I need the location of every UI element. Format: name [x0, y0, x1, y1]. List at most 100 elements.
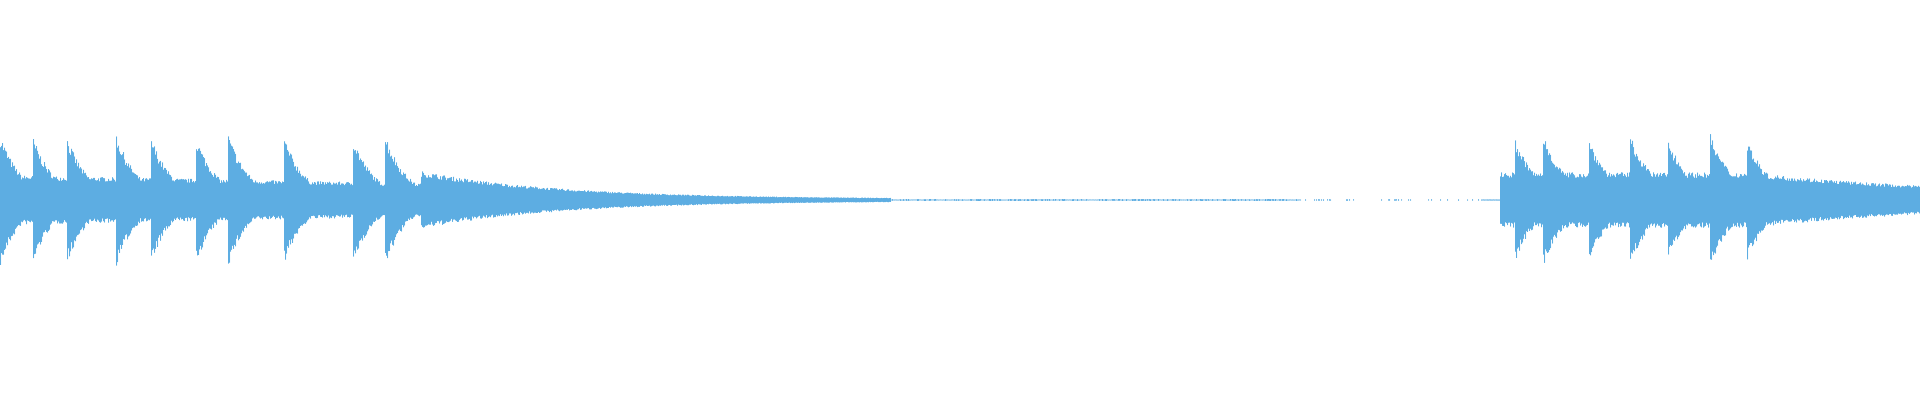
- waveform-sample: [1130, 199, 1132, 201]
- waveform-sample: [903, 199, 905, 201]
- waveform-sample: [1040, 199, 1042, 201]
- waveform-sample: [1300, 199, 1302, 201]
- waveform-sample: [1157, 199, 1159, 201]
- waveform-sample: [596, 191, 598, 210]
- waveform-sample: [1620, 173, 1622, 227]
- waveform-sample: [792, 197, 794, 204]
- waveform-sample: [892, 199, 894, 201]
- waveform-sample: [295, 166, 297, 234]
- waveform-sample: [938, 199, 940, 201]
- waveform-sample: [547, 187, 549, 211]
- waveform-sample: [1744, 173, 1746, 223]
- waveform-sample: [1535, 176, 1537, 226]
- waveform-sample: [810, 197, 812, 203]
- waveform-sample: [1829, 180, 1831, 220]
- waveform-sample: [1512, 172, 1514, 224]
- waveform-sample: [1170, 199, 1172, 201]
- waveform-sample: [1010, 199, 1012, 201]
- waveform-sample: [1072, 199, 1074, 201]
- waveform-sample: [836, 197, 838, 203]
- waveform-sample: [1822, 183, 1824, 220]
- waveform-sample: [1225, 199, 1227, 201]
- waveform-sample: [1610, 176, 1612, 228]
- waveform-sample: [100, 177, 102, 223]
- waveform-sample: [269, 181, 271, 217]
- waveform-sample: [1582, 177, 1584, 227]
- waveform-sample: [537, 187, 539, 213]
- waveform-sample: [748, 196, 750, 204]
- waveform-sample: [1057, 199, 1059, 201]
- waveform-sample: [414, 182, 416, 217]
- waveform-sample: [1188, 199, 1190, 201]
- waveform-sample: [1112, 199, 1114, 201]
- waveform-sample: [1702, 176, 1704, 223]
- waveform-sample: [659, 194, 661, 206]
- waveform-sample: [829, 197, 831, 203]
- waveform-sample: [1006, 199, 1008, 201]
- waveform-sample: [85, 172, 87, 224]
- waveform-sample: [661, 194, 663, 206]
- waveform-sample: [1877, 185, 1879, 215]
- waveform-sample: [200, 150, 202, 246]
- waveform-sample: [568, 189, 570, 209]
- waveform-sample: [1688, 173, 1690, 224]
- waveform-sample: [1140, 199, 1142, 201]
- waveform-sample: [1873, 183, 1875, 216]
- waveform-sample: [438, 178, 440, 222]
- waveform-sample: [1632, 140, 1634, 254]
- waveform-sample: [53, 176, 55, 222]
- waveform-sample: [682, 194, 684, 205]
- waveform-sample: [510, 187, 512, 214]
- waveform-sample: [1049, 199, 1051, 201]
- waveform-sample: [320, 181, 322, 217]
- waveform-sample: [366, 170, 368, 235]
- waveform-sample: [1757, 160, 1759, 234]
- waveform-sample: [332, 184, 334, 217]
- waveform-sample: [1126, 199, 1128, 201]
- waveform-sample: [242, 168, 244, 231]
- waveform-sample: [266, 181, 268, 219]
- waveform-sample: [1118, 199, 1120, 201]
- waveform-sample: [602, 191, 604, 208]
- waveform-sample: [866, 198, 868, 203]
- waveform-sample: [1817, 181, 1819, 222]
- waveform-sample: [1273, 199, 1275, 201]
- waveform-sample: [1284, 199, 1286, 201]
- waveform-sample: [1728, 171, 1730, 231]
- waveform-sample: [1198, 199, 1200, 201]
- waveform-sample: [552, 188, 554, 211]
- waveform-sample: [569, 190, 571, 211]
- waveform-sample: [595, 191, 597, 209]
- waveform-sample: [679, 194, 681, 206]
- waveform-sample: [1677, 164, 1679, 240]
- waveform-sample: [211, 173, 213, 230]
- waveform-sample: [953, 199, 955, 201]
- waveform-sample: [616, 193, 618, 208]
- waveform-sample: [57, 179, 59, 224]
- waveform-sample: [601, 191, 603, 209]
- waveform-sample: [548, 189, 550, 211]
- waveform-sample: [1008, 199, 1010, 201]
- waveform-sample: [1570, 174, 1572, 225]
- waveform-sample: [83, 169, 85, 231]
- waveform-sample: [1760, 168, 1762, 233]
- waveform-sample: [1495, 199, 1497, 201]
- waveform-sample: [538, 189, 540, 212]
- waveform-sample: [1500, 176, 1502, 224]
- waveform-sample: [803, 197, 805, 203]
- waveform-sample: [1854, 182, 1856, 216]
- waveform-sample: [467, 179, 469, 220]
- waveform-sample: [172, 180, 174, 223]
- waveform-sample: [975, 199, 977, 201]
- waveform-sample: [443, 175, 445, 224]
- waveform-sample: [1800, 178, 1802, 219]
- waveform-sample: [1030, 199, 1032, 201]
- waveform-sample: [330, 182, 332, 218]
- waveform-sample: [340, 184, 342, 217]
- waveform-sample: [1147, 199, 1149, 201]
- waveform-sample: [160, 160, 162, 241]
- waveform-sample: [609, 193, 611, 207]
- waveform-sample: [214, 173, 216, 223]
- waveform-sample: [1893, 186, 1895, 214]
